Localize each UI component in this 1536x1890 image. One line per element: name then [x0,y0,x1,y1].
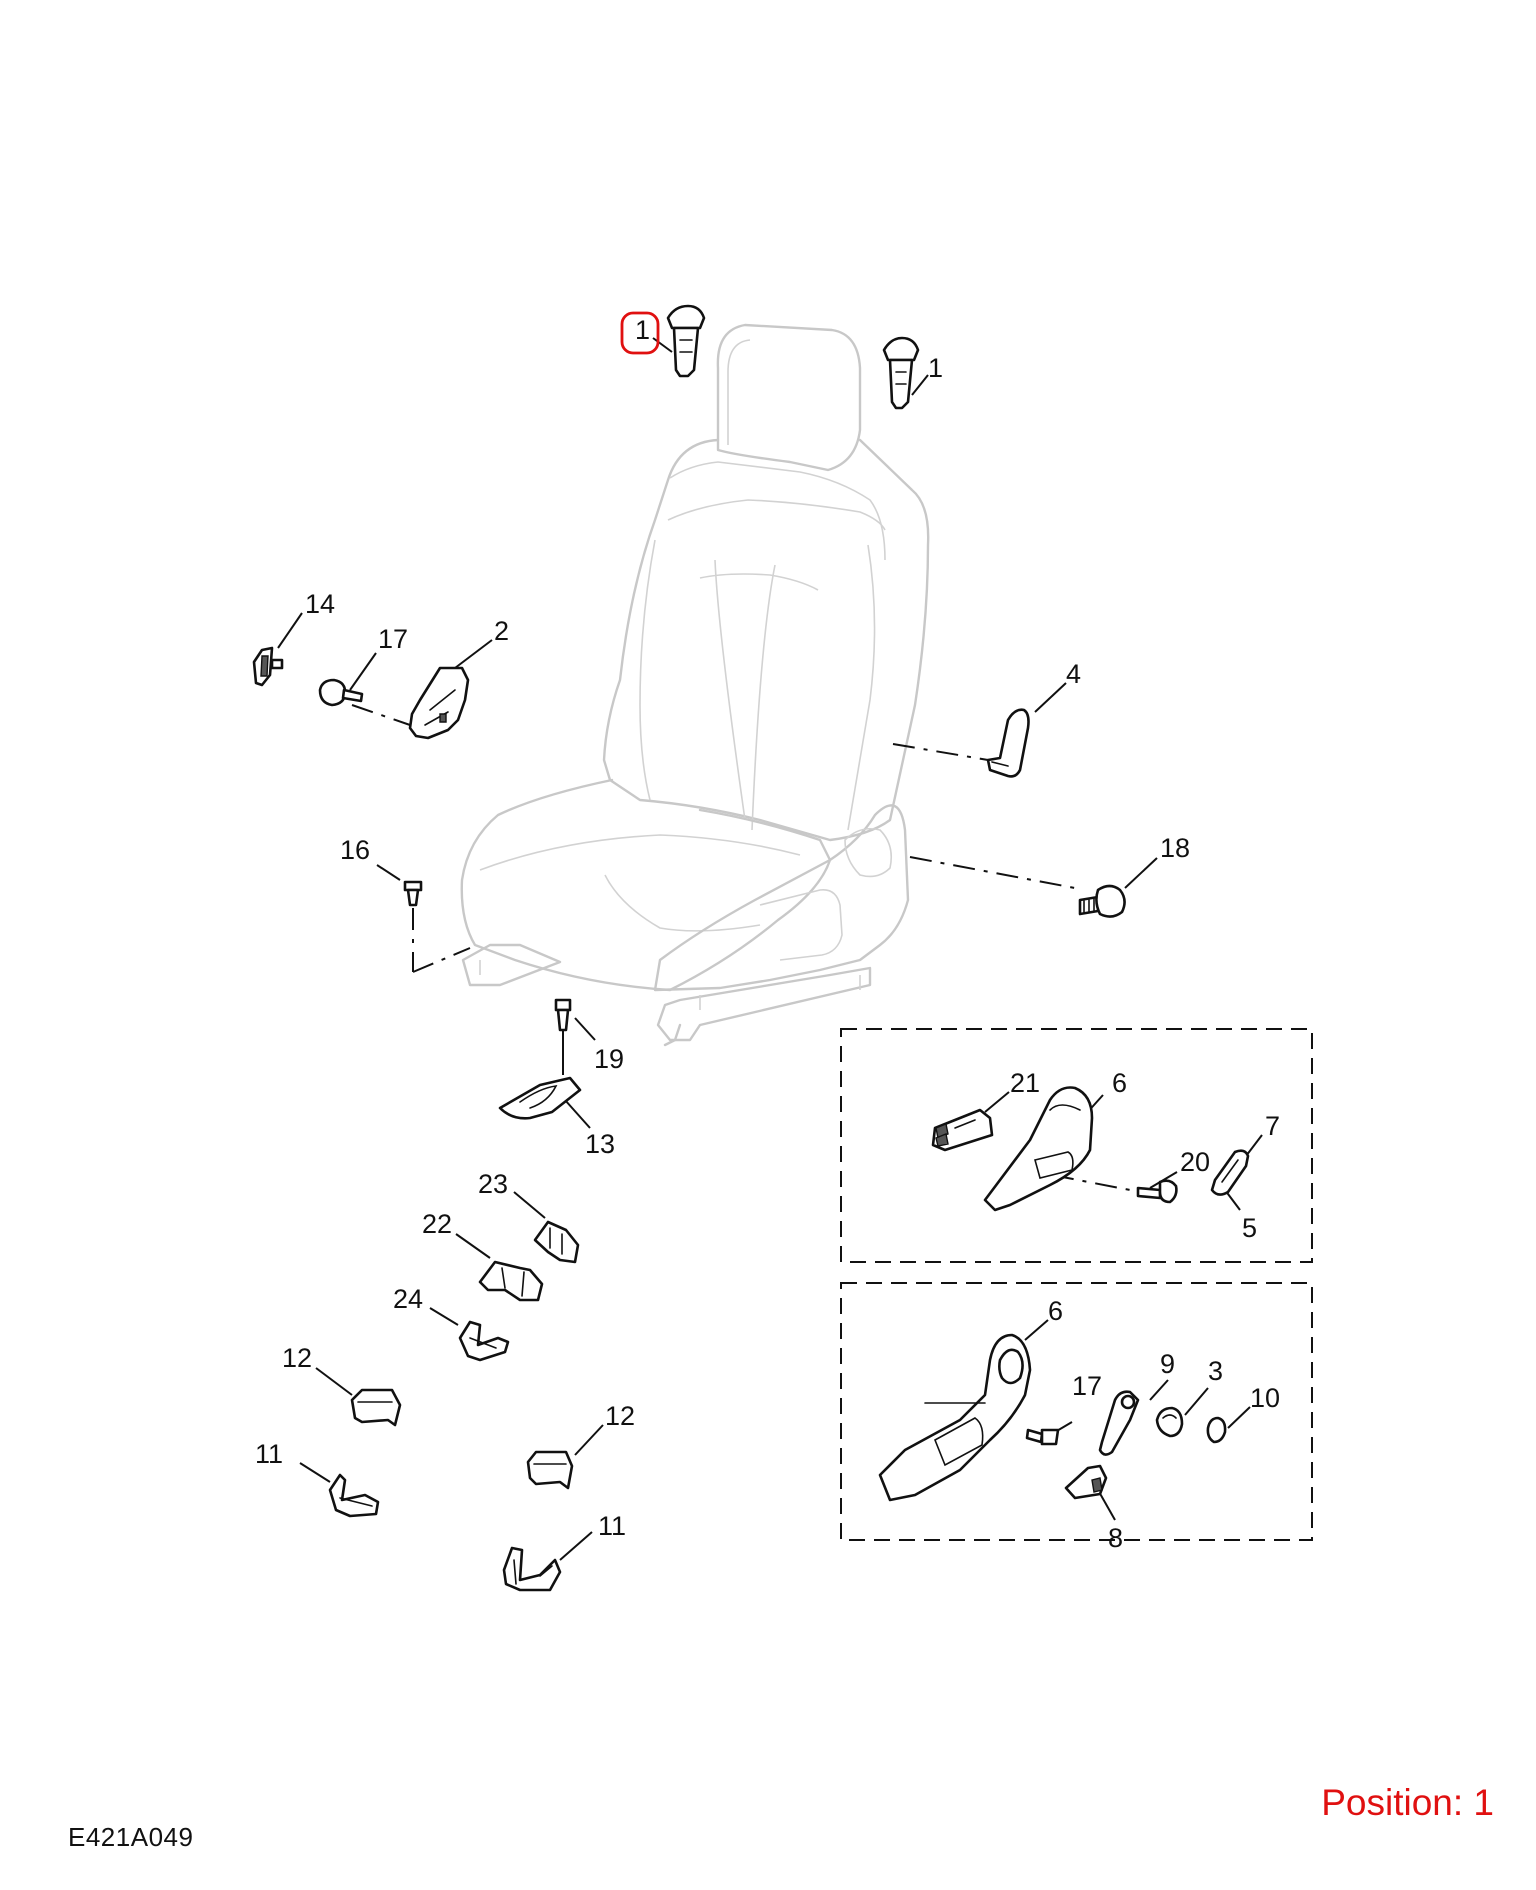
callout-24: 24 [393,1284,423,1314]
callout-14: 14 [305,589,335,619]
callout-highlight [620,311,660,355]
trim-clip-14 [252,646,284,687]
callout-8: 8 [1108,1523,1123,1553]
clip-11-right [502,1546,562,1592]
cap-8 [1064,1464,1108,1500]
screw-17-upper [318,678,364,707]
callout-11-right: 11 [598,1511,626,1541]
bushing-3 [1155,1406,1184,1438]
screw-17-lower [1025,1428,1060,1446]
clip-12-left [350,1388,402,1427]
detail-box-manual-switch [840,1028,1313,1263]
side-trim-panel-6-lower [878,1333,1032,1502]
recline-lever-4 [986,708,1030,778]
callout-9: 9 [1160,1349,1175,1379]
headrest-guide-left [666,304,706,378]
screw-16 [403,880,423,907]
callout-22: 22 [422,1209,452,1239]
callout-23: 23 [478,1169,508,1199]
callout-12-left: 12 [282,1343,312,1373]
tow-hook-13 [498,1076,582,1120]
screw-18 [1078,884,1126,918]
callout-6-upper: 6 [1112,1068,1127,1098]
callout-21: 21 [1010,1068,1040,1098]
callout-16: 16 [340,835,370,865]
callout-2: 2 [494,616,509,646]
callout-7: 7 [1265,1111,1280,1141]
position-label: Position: 1 [1321,1782,1494,1823]
callout-5: 5 [1242,1213,1257,1243]
callout-3: 3 [1208,1356,1223,1386]
headrest-guide-right [882,336,920,410]
callout-1-left: 1 [635,315,650,345]
callout-10: 10 [1250,1383,1280,1413]
side-trim-panel-6-upper [983,1086,1094,1212]
callout-17-lower: 17 [1072,1371,1102,1401]
clip-10 [1206,1416,1227,1444]
screw-20 [1136,1179,1178,1204]
callout-19: 19 [594,1044,624,1074]
seat-outline-icon [460,323,930,1047]
callout-6-lower: 6 [1048,1296,1063,1326]
clip-22 [478,1260,544,1302]
switch-knob-7-5 [1210,1149,1250,1196]
clip-11-left [328,1473,380,1518]
callout-4: 4 [1066,659,1081,689]
callout-20: 20 [1180,1147,1210,1177]
switch-module-21 [931,1108,994,1152]
diagram-code: E421A049 [68,1822,194,1852]
callout-18: 18 [1160,833,1190,863]
bolt-19 [554,998,572,1032]
clip-23 [533,1220,580,1264]
callout-1-right: 1 [928,353,943,383]
clip-24 [458,1320,510,1362]
callout-11-left: 11 [255,1439,283,1469]
bracket-2 [408,666,470,740]
clip-12-right [526,1450,574,1490]
detail-box-manual-lever [840,1282,1313,1541]
lever-9 [1098,1390,1140,1456]
callout-13: 13 [585,1129,615,1159]
callout-12-right: 12 [605,1401,635,1431]
callout-17-upper: 17 [378,624,408,654]
